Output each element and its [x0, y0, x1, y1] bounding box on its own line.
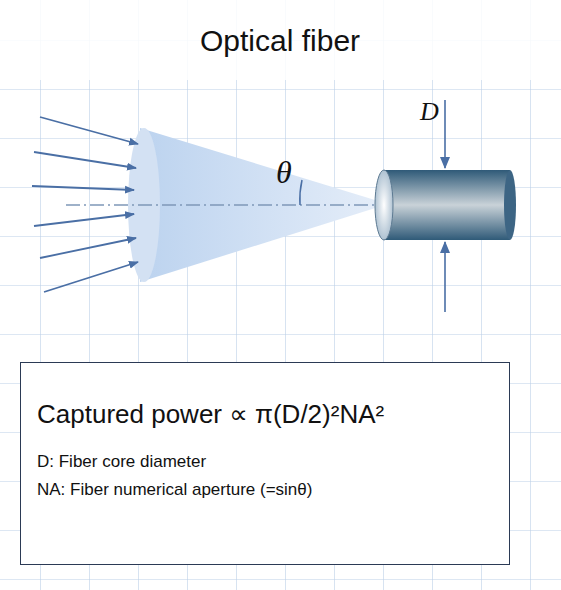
definition-text: D: Fiber core diameter	[37, 452, 493, 472]
diameter-label: D	[420, 99, 439, 125]
definition-text: NA: Fiber numerical aperture (=sinθ)	[37, 480, 493, 500]
diagram-title: Optical fiber	[200, 24, 360, 58]
formula: Captured power ∝ π(D/2)²NA²	[37, 399, 493, 430]
angle-label: θ	[276, 156, 292, 188]
formula-box: Captured power ∝ π(D/2)²NA² D: Fiber core…	[20, 362, 510, 565]
